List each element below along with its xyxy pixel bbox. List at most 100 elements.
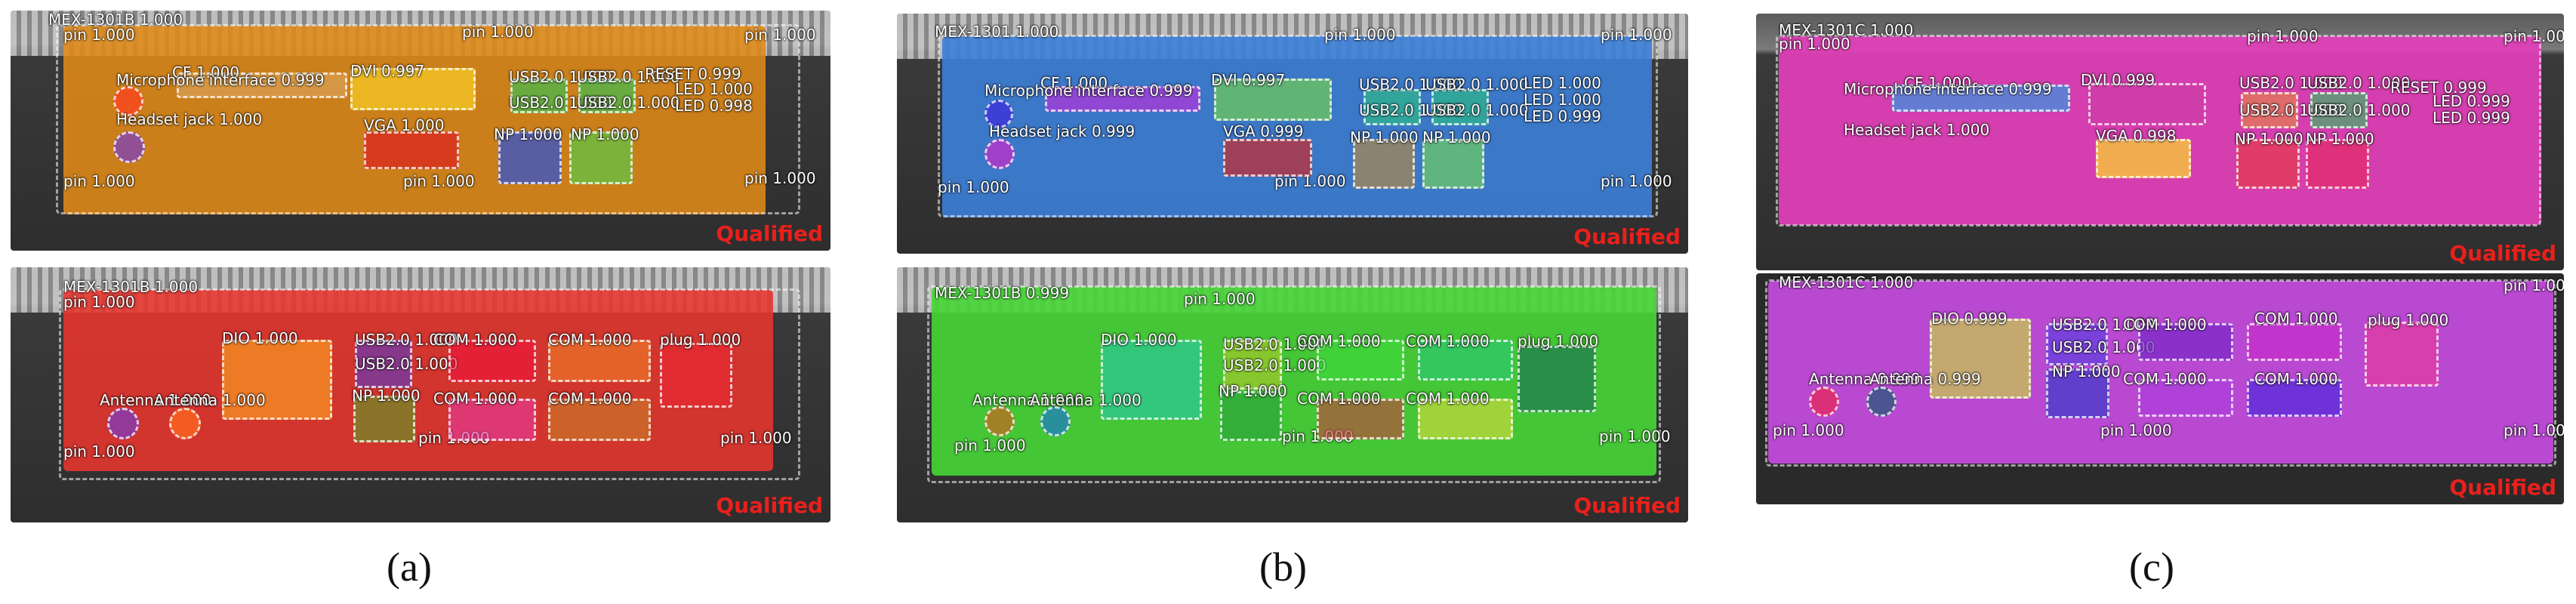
microphone-jack xyxy=(984,100,1013,128)
label-mic: Microphone interface 0.999 xyxy=(1844,80,2052,98)
label-com: COM 1.000 xyxy=(2254,370,2338,388)
label-headset: Headset jack 1.000 xyxy=(116,110,263,128)
caption-b: (b) xyxy=(1259,544,1307,590)
label-plug: plug 1.000 xyxy=(2368,311,2449,329)
usb-port xyxy=(1431,89,1489,125)
label-pin: pin 1.000 xyxy=(938,178,1009,196)
label-mex: MEX-1301 1.000 xyxy=(935,23,1059,41)
com-port xyxy=(448,399,536,441)
label-pin: pin 1.000 xyxy=(63,442,135,461)
usb-port xyxy=(2046,323,2108,365)
label-usb: USB2.0 1.000 xyxy=(2307,74,2411,92)
network-port xyxy=(2046,368,2109,418)
com-port xyxy=(548,340,651,382)
verdict-label: Qualified xyxy=(716,221,823,246)
device-overlay xyxy=(942,36,1652,217)
verdict-label: Qualified xyxy=(1573,224,1681,249)
dio-port xyxy=(222,340,332,420)
label-led: LED 0.999 xyxy=(2433,109,2510,127)
label-vga: VGA 0.999 xyxy=(1223,122,1304,140)
panel-c-top: MEX-1301C 1.000 pin 1.000 pin 1.000 pin … xyxy=(1756,14,2564,270)
power-plug xyxy=(2365,322,2439,387)
device-bbox xyxy=(938,35,1658,217)
label-led: LED 1.000 xyxy=(1524,91,1601,109)
label-pin: pin 1.000 xyxy=(1601,26,1672,44)
caption-c: (c) xyxy=(2129,544,2174,590)
vga-port xyxy=(1223,139,1312,177)
label-mic: Microphone interface 0.999 xyxy=(116,71,325,89)
label-dio: DIO 1.000 xyxy=(1101,331,1177,349)
label-np: NP 1.000 xyxy=(571,125,639,143)
label-reset: RESET 0.999 xyxy=(645,65,741,83)
com-port xyxy=(2138,379,2233,417)
label-cf: CF 1.000 xyxy=(1040,74,1108,92)
com-port xyxy=(1418,340,1513,381)
label-pin: pin 1.000 xyxy=(403,172,475,190)
verdict-label: Qualified xyxy=(1573,493,1681,518)
label-usb: USB2.0 1.000 xyxy=(2052,338,2155,356)
label-usb: USB2.0 1.000 xyxy=(1223,335,1327,353)
label-com: COM 1.000 xyxy=(2123,370,2207,388)
panel-a-bottom: MEX-1301B 1.000 pin 1.000 pin 1.000 pin … xyxy=(11,267,830,522)
usb-port xyxy=(2241,92,2298,128)
com-port xyxy=(2138,323,2233,361)
label-plug: plug 1.000 xyxy=(1518,332,1599,350)
label-usb: USB2.0 1.000 xyxy=(509,94,612,112)
label-led: LED 1.000 xyxy=(675,80,753,98)
cf-slot xyxy=(1045,86,1200,112)
label-headset: Headset jack 1.000 xyxy=(1844,121,1990,139)
label-antenna: Antenna 1.000 xyxy=(154,391,266,409)
label-com: COM 1.000 xyxy=(548,331,632,349)
com-port xyxy=(2247,323,2342,361)
label-com: COM 1.000 xyxy=(433,331,517,349)
label-pin: pin 1.000 xyxy=(2247,27,2319,45)
label-pin: pin 1.000 xyxy=(2504,421,2564,439)
label-com: COM 1.000 xyxy=(548,390,632,408)
label-antenna: Antenna 1.000 xyxy=(100,391,211,409)
verdict-label: Qualified xyxy=(2449,475,2556,500)
label-usb: USB2.0 1.000 xyxy=(577,68,680,86)
panel-c-bottom: MEX-1301C 1.000 pin 1.000 pin 1.000 pin … xyxy=(1756,273,2564,504)
label-pin: pin 1.000 xyxy=(744,169,816,187)
device-bbox xyxy=(59,288,800,480)
label-com: COM 1.000 xyxy=(1406,332,1490,350)
label-headset: Headset jack 0.999 xyxy=(989,122,1135,140)
label-pin: pin 1.000 xyxy=(63,172,135,190)
panel-b-top: MEX-1301 1.000 pin 1.000 pin 1.000 pin 1… xyxy=(897,14,1688,254)
device-overlay xyxy=(63,290,773,471)
network-port xyxy=(1353,139,1415,189)
label-pin: pin 1.000 xyxy=(1779,35,1850,53)
label-com: COM 1.000 xyxy=(2254,310,2338,328)
network-port xyxy=(2236,139,2300,189)
cf-slot xyxy=(1892,85,2070,112)
label-usb: USB2.0 1.000 xyxy=(355,355,458,373)
label-mic: Microphone interface 0.999 xyxy=(984,82,1193,100)
com-port xyxy=(448,340,536,382)
label-usb: USB2.0 1.000 xyxy=(1425,101,1529,119)
vga-port xyxy=(364,131,459,169)
label-usb: USB2.0 1.000 xyxy=(2307,101,2411,119)
label-led: LED 0.998 xyxy=(675,97,753,115)
label-com: COM 1.000 xyxy=(1297,332,1381,350)
label-pin: pin 1.000 xyxy=(2100,421,2172,439)
device-overlay xyxy=(63,26,766,214)
label-pin: pin 1.000 xyxy=(63,293,135,311)
label-np: NP 1.000 xyxy=(2306,130,2374,148)
com-port xyxy=(2247,379,2342,417)
label-led: LED 0.999 xyxy=(2433,92,2510,110)
label-pin: pin 1.000 xyxy=(720,429,792,447)
label-led: LED 0.999 xyxy=(1524,107,1601,125)
label-pin: pin 1.000 xyxy=(63,26,135,44)
com-port xyxy=(1317,399,1404,439)
antenna-port xyxy=(1040,406,1071,436)
label-pin: pin 1.000 xyxy=(744,26,816,44)
label-antenna: Antenna 0.999 xyxy=(1809,370,1921,388)
label-mex: MEX-1301B 1.000 xyxy=(63,278,199,296)
device-bbox xyxy=(927,285,1661,483)
label-usb: USB2.0 1.000 xyxy=(1223,356,1327,374)
label-dio: DIO 1.000 xyxy=(222,329,298,347)
label-com: COM 1.000 xyxy=(1406,390,1490,408)
dio-port xyxy=(1101,340,1202,420)
label-mex: MEX-1301B 0.999 xyxy=(935,284,1070,302)
label-usb: USB2.0 1.000 xyxy=(2239,101,2343,119)
